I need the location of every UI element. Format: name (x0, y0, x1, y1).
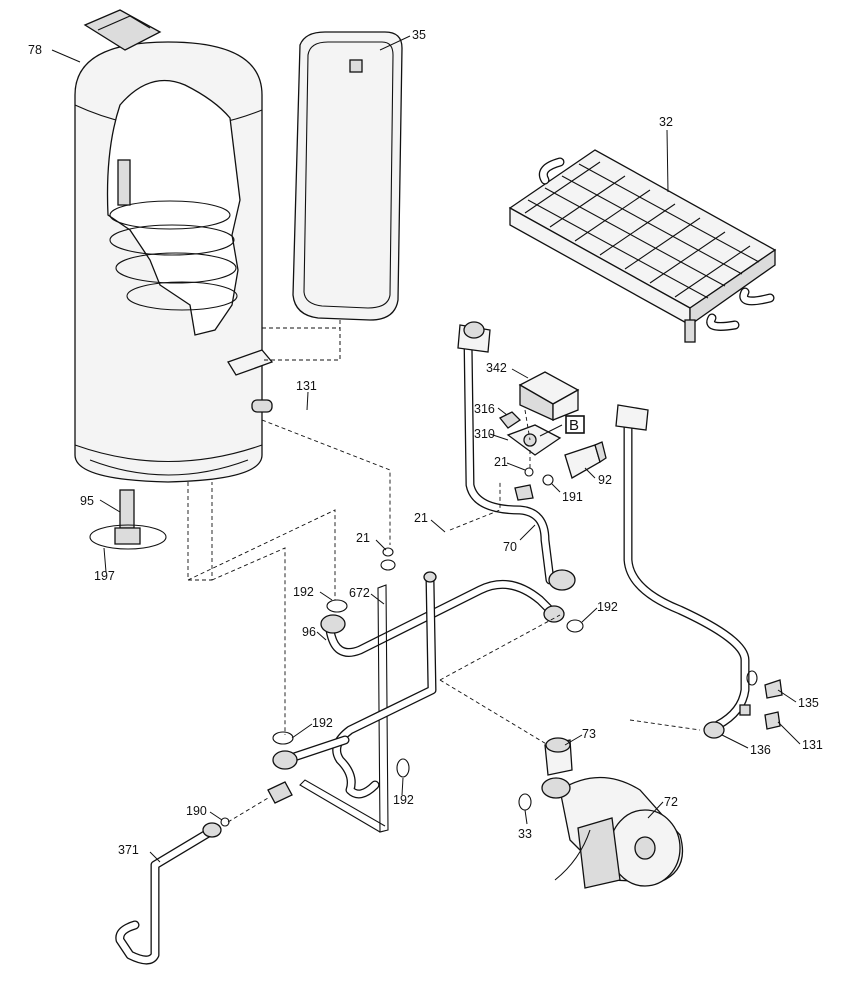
label-371: 371 (118, 843, 139, 857)
label-95: 95 (80, 494, 94, 508)
part-35-expansion-vessel (292, 31, 403, 321)
label-35: 35 (412, 28, 426, 42)
label-672: 672 (349, 586, 370, 600)
label-190: 190 (186, 804, 207, 818)
label-192-a: 192 (293, 585, 314, 599)
leader-lines (51, 35, 801, 863)
label-70: 70 (503, 540, 517, 554)
part-672-pipe (299, 584, 389, 833)
label-136: 136 (750, 743, 771, 757)
lower-manifold (267, 547, 437, 804)
callout-box-b (565, 415, 585, 434)
label-316: 316 (474, 402, 495, 416)
label-21-upper: 21 (494, 455, 508, 469)
label-192-b: 192 (597, 600, 618, 614)
label-310: 310 (474, 427, 495, 441)
dashed-guide-lines (187, 320, 701, 823)
part-labels: 78 35 32 342 316 310 B 21 92 191 131 95 … (28, 28, 823, 857)
part-371-pipe (115, 817, 230, 965)
part-136-pipe (615, 404, 783, 739)
label-b: B (569, 417, 579, 434)
label-192-c: 192 (312, 716, 333, 730)
label-135: 135 (798, 696, 819, 710)
label-21-right: 21 (414, 511, 428, 525)
label-21-mid: 21 (356, 531, 370, 545)
label-342: 342 (486, 361, 507, 375)
label-32: 32 (659, 115, 673, 129)
label-96: 96 (302, 625, 316, 639)
label-191: 191 (562, 490, 583, 504)
label-131-lower: 131 (802, 738, 823, 752)
label-33: 33 (518, 827, 532, 841)
label-72: 72 (664, 795, 678, 809)
part-32-heat-exchanger (508, 149, 777, 343)
label-92: 92 (598, 473, 612, 487)
valve-cluster (498, 371, 607, 501)
part-70-pipe (457, 321, 576, 591)
part-96-manifold (320, 579, 584, 657)
label-192-d: 192 (393, 793, 414, 807)
label-131-upper: 131 (296, 379, 317, 393)
label-197: 197 (94, 569, 115, 583)
label-78: 78 (28, 43, 42, 57)
label-73: 73 (582, 727, 596, 741)
part-72-pump (518, 737, 684, 889)
part-78-cylinder (74, 9, 274, 550)
